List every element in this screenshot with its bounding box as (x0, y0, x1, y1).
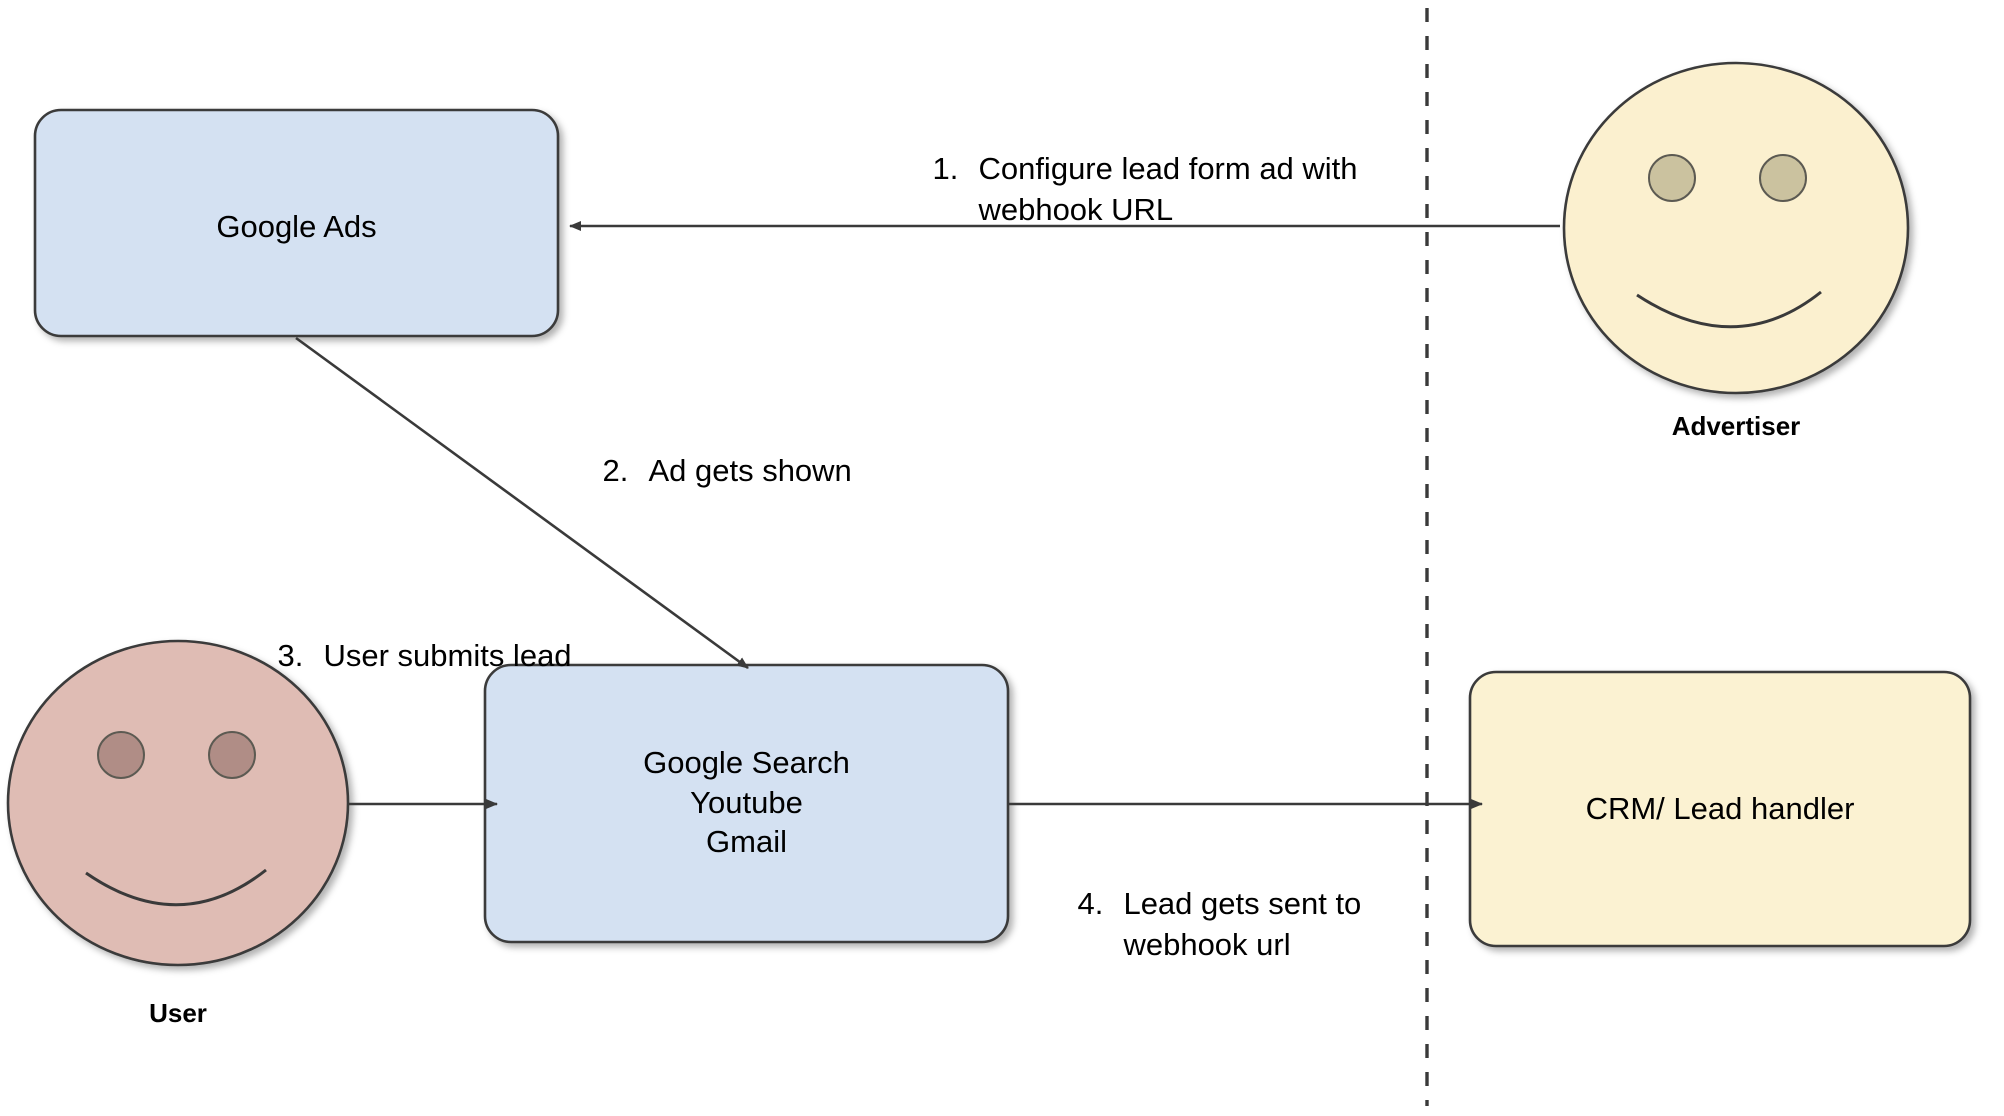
edge-label-step-4-text: Lead gets sent to webhook url (1123, 885, 1362, 962)
advertiser-smile-icon (1636, 290, 1822, 329)
edge-google-ads-to-properties (295, 336, 749, 670)
node-crm-lead-handler[interactable] (1468, 670, 1972, 948)
node-google-ads[interactable] (33, 108, 560, 338)
advertiser-left-eye-icon (1648, 154, 1696, 202)
user-right-eye-icon (208, 731, 256, 779)
edge-label-step-3-number: 3. (277, 637, 304, 673)
advertiser-right-eye-icon (1759, 154, 1807, 202)
user-smile-icon (85, 868, 267, 907)
edge-label-step-4: 4. Lead gets sent to webhook url (1043, 843, 1361, 1007)
node-advertiser-smiley[interactable] (1562, 61, 1910, 395)
edge-label-step-2-number: 2. (602, 452, 629, 488)
edge-label-step-2-text: Ad gets shown (648, 452, 852, 488)
edge-label-step-1: 1. Configure lead form ad with webhook UR… (898, 108, 1358, 272)
edge-label-step-4-number: 4. (1077, 885, 1104, 921)
edge-label-step-2: 2. Ad gets shown (568, 410, 852, 533)
advertiser-face-icon (1562, 61, 1910, 395)
node-user-smiley[interactable] (6, 639, 350, 967)
edge-label-step-3-text: User submits lead (323, 637, 572, 673)
edge-label-step-1-text: Configure lead form ad with webhook URL (978, 150, 1358, 227)
edge-label-step-3: 3. User submits lead (243, 595, 572, 718)
user-left-eye-icon (97, 731, 145, 779)
edge-label-step-1-number: 1. (932, 150, 959, 186)
